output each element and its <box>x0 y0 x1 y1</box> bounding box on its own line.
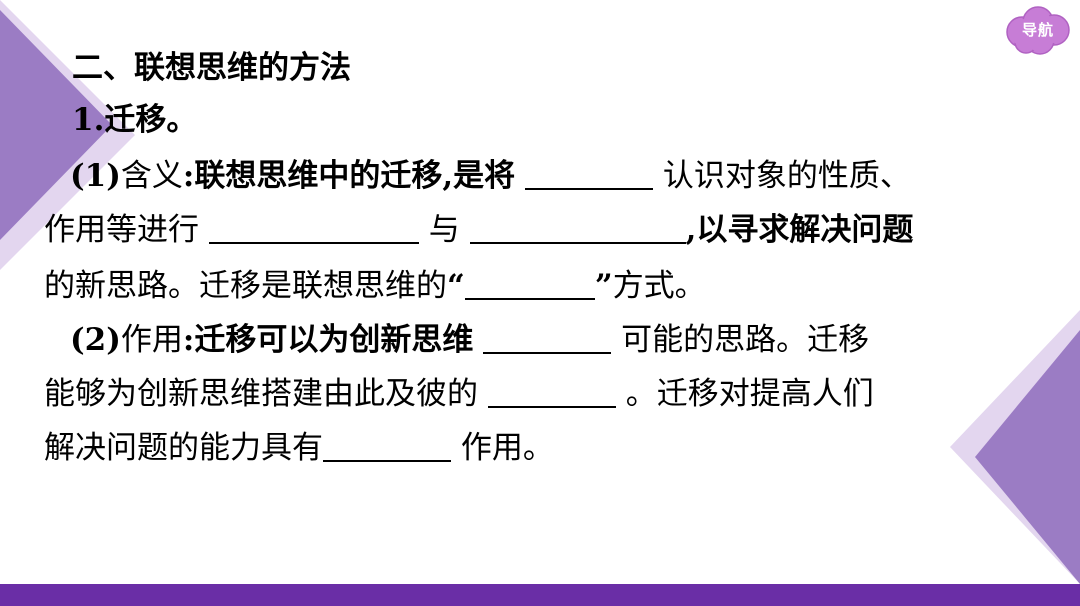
paragraph-1-line-1: (1)含义:联想思维中的迁移,是将 认识对象的性质、 <box>70 154 911 198</box>
item-title: 1.迁移。 <box>72 102 198 138</box>
cloud-icon <box>1006 6 1070 55</box>
nav-button[interactable]: 导航 <box>1000 4 1076 56</box>
blank-6 <box>487 372 616 408</box>
paragraph-2-line-1: (2)作用:迁移可以为创新思维 可能的思路。迁移 <box>70 318 869 362</box>
right-triangle-dark <box>975 330 1080 584</box>
blank-2 <box>208 208 419 244</box>
blank-1 <box>525 154 654 190</box>
blank-5 <box>483 318 612 354</box>
blank-4 <box>464 264 595 300</box>
nav-label: 导航 <box>1021 21 1054 39</box>
blank-7 <box>323 426 451 462</box>
paragraph-2-line-3: 解决问题的能力具有 作用。 <box>44 426 554 470</box>
section-heading: 二、联想思维的方法 <box>72 50 351 86</box>
paragraph-1-line-2: 作用等进行 与 ,以寻求解决问题 <box>44 208 913 252</box>
paragraph-2-line-2: 能够为创新思维搭建由此及彼的 。迁移对提高人们 <box>44 372 874 416</box>
left-triangle-dark <box>0 10 112 240</box>
paragraph-1-line-3: 的新思路。迁移是联想思维的“”方式。 <box>44 264 706 308</box>
bottom-bar <box>0 584 1080 606</box>
blank-3 <box>469 208 686 244</box>
